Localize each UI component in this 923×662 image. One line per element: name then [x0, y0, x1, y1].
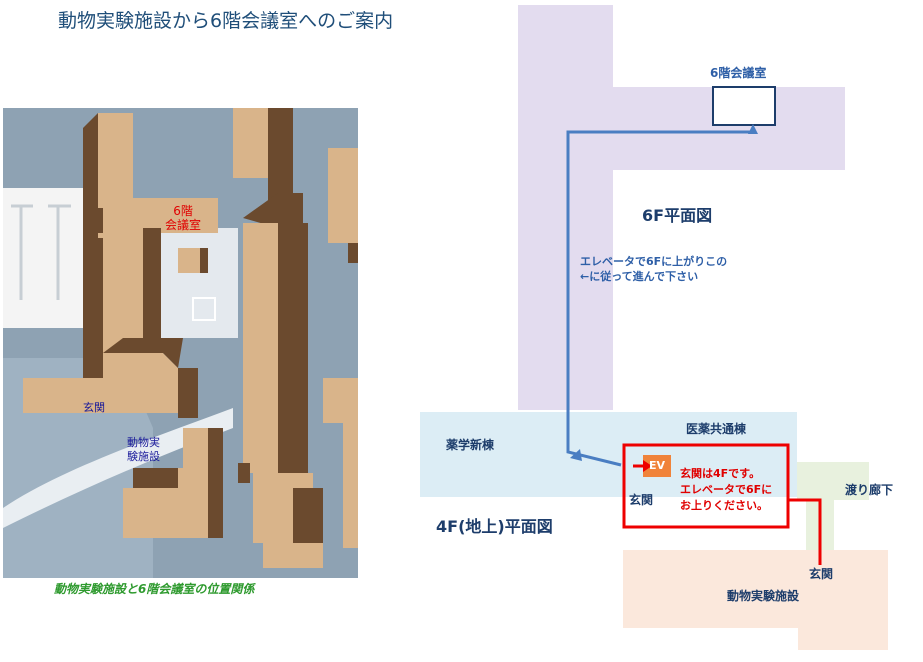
floor6-tower	[518, 5, 613, 410]
instruction-line2: ←に従って進んで下さい	[580, 270, 699, 283]
note-line1: 玄関は4Fです。	[680, 467, 761, 480]
note-line3: お上りください。	[680, 499, 768, 512]
corridor-label: 渡り廊下	[845, 483, 894, 497]
meeting-room-label: 6階会議室	[710, 66, 767, 80]
floor-plan: 6階会議室 6F平面図 エレベータで6Fに上がりこの ←に従って進んで下さい 薬…	[418, 0, 923, 658]
facility-label: 動物実験施設	[727, 589, 800, 603]
floor4-label: 4F(地上)平面図	[428, 510, 561, 540]
parking-lines	[11, 204, 71, 300]
floor-plan-svg	[420, 5, 888, 650]
instruction-line1: エレベータで6Fに上がりこの	[580, 255, 728, 268]
courtyard	[153, 228, 238, 338]
aerial-facility-label-line1: 動物実	[127, 436, 160, 449]
courtyard-square	[192, 297, 216, 321]
yakugaku-label: 薬学新棟	[446, 438, 495, 452]
aerial-map-svg	[3, 108, 358, 578]
animal-facility-building	[123, 428, 250, 538]
elevator-box	[643, 455, 671, 477]
note-text: 玄関は4Fです。 エレベータで6Fに お上りください。	[680, 466, 772, 514]
blue-route-arrow-tail	[570, 449, 582, 461]
main-building-left	[23, 113, 218, 418]
iyaku-label: 医薬共通棟	[686, 422, 747, 436]
blue-route-arrowhead	[748, 124, 758, 134]
floor4-building	[420, 412, 797, 497]
facility-area-right	[798, 550, 888, 650]
ev-label: EV	[649, 459, 666, 472]
aerial-facility-label: 動物実 験施設	[127, 436, 160, 464]
main-building-right	[233, 108, 358, 568]
corridor-area	[797, 462, 869, 500]
parking-area	[3, 188, 88, 328]
red-route-outline	[622, 443, 822, 565]
entrance-4f-label: 玄関	[629, 493, 654, 507]
note-line2: エレベータで6Fに	[680, 483, 773, 496]
aerial-caption: 動物実験施設と6階会議室の位置関係	[54, 582, 255, 596]
meeting-room-box	[712, 86, 776, 126]
aerial-room-label: 6階 会議室	[165, 204, 201, 232]
aerial-room-label-line2: 会議室	[165, 218, 202, 232]
blue-route-line	[566, 130, 753, 467]
red-route-arrowhead	[643, 460, 652, 472]
aerial-map: 6階 会議室 玄関 動物実 験施設	[3, 108, 358, 578]
page-title: 動物実験施設から6階会議室へのご案内	[58, 10, 394, 32]
aerial-entrance-label: 玄関	[83, 401, 105, 414]
aerial-facility-label-line2: 験施設	[127, 450, 160, 463]
aerial-room-label-line1: 6階	[173, 204, 193, 218]
facility-entrance-label: 玄関	[809, 567, 834, 581]
instruction-text: エレベータで6Fに上がりこの ←に従って進んで下さい	[580, 254, 727, 284]
floor6-label: 6F平面図	[634, 199, 721, 229]
road-curve	[3, 408, 233, 528]
